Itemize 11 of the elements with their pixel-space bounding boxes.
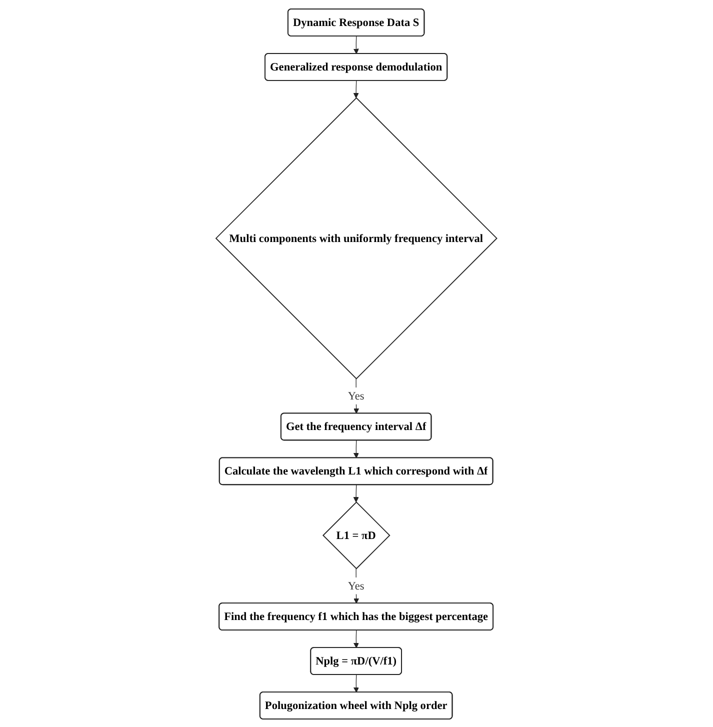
arrow: [353, 80, 359, 98]
arrow: [354, 630, 360, 648]
node-diamond: [215, 96, 498, 379]
edge-label: Yes: [348, 388, 364, 402]
arrow: [354, 440, 360, 458]
arrow: [353, 484, 359, 502]
flowchart: Dynamic Response Data S Generalized response demodulation Multi components with uniformly frequency interval Yes Get the frequency interval Δf Calculate the wavelength L1 which correspond with Δf L1 = πD Yes Find the frequency f1 which has the biggest percentage Nplg = πD/(V/f1) Polugonization wheel with Nplg order: [211, 4, 502, 724]
arrow: [354, 674, 360, 692]
edge-label: Yes: [348, 578, 364, 592]
arrow: [354, 35, 360, 54]
node-diamond: [322, 500, 390, 569]
